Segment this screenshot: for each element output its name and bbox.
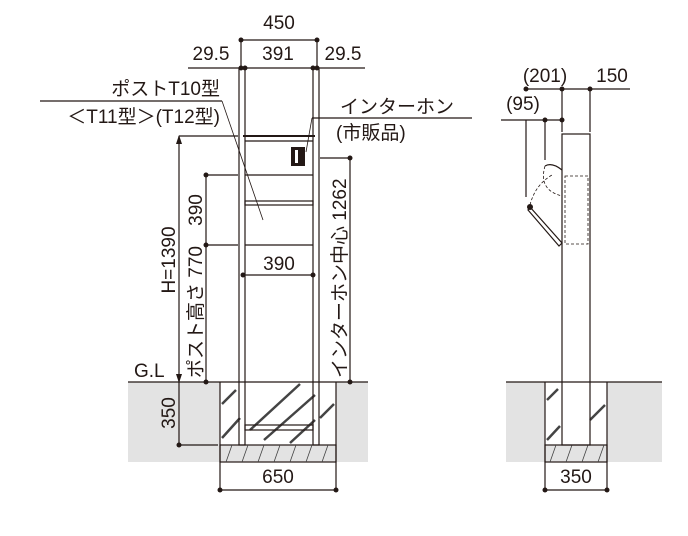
dim-foundation-width: 650: [262, 467, 294, 488]
concrete-pattern: [225, 444, 329, 463]
dim-box-width: 390: [263, 254, 295, 275]
dim-embed-depth: 350: [159, 397, 180, 429]
post-model-label: ポストT10型: [111, 78, 220, 100]
mailbox: [243, 135, 315, 246]
dim-post-depth: 150: [596, 66, 628, 87]
post-crossbar: [244, 424, 314, 431]
dim-right-offset: 29.5: [325, 44, 362, 65]
front-view: 450 29.5 391 29.5 ポストT10型 ＜T11型＞(T12型) イ…: [40, 13, 472, 493]
dim-side-foundation-width: 350: [560, 467, 592, 488]
side-post: [561, 133, 591, 446]
dim-left-offset: 29.5: [193, 44, 230, 65]
pit-hatching: [221, 383, 335, 444]
intercom-sub-label: (市販品): [336, 122, 406, 144]
side-view: (201) 150 (95) 350: [501, 66, 662, 493]
dim-post-height: ポスト高さ 770: [185, 246, 207, 378]
flap: [527, 164, 563, 247]
dim-inner-width: 391: [262, 44, 294, 65]
dim-flap-reach: (201): [523, 66, 567, 87]
dim-total-height: H=1390: [159, 226, 180, 293]
side-mailbox-outline: [564, 175, 589, 245]
dim-flap-offset: (95): [506, 94, 540, 115]
ground-level-label: G.L: [134, 361, 165, 382]
side-pit-hatching: [546, 388, 606, 441]
post-model-variants: ＜T11型＞(T12型): [67, 106, 220, 128]
intercom-label: インターホン: [340, 96, 454, 118]
dim-intercom-center: インターホン中心 1262: [329, 178, 351, 378]
dim-total-width: 450: [263, 13, 295, 34]
dim-box-height: 390: [186, 194, 207, 226]
